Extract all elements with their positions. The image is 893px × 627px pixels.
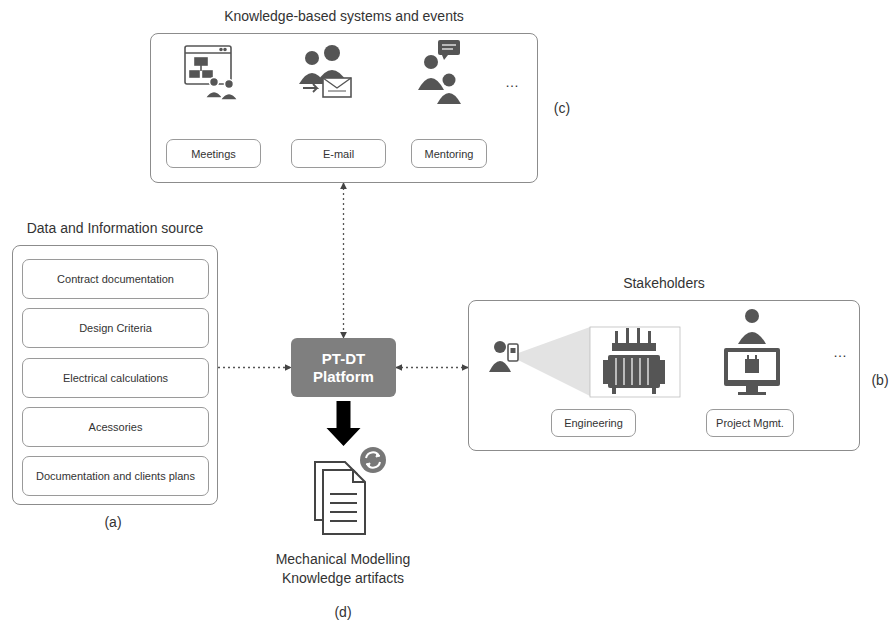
callout-letter: (b) [871,372,888,388]
group-box: Data and Information sourceContract docu… [12,245,218,505]
ellipsis: … [833,344,847,360]
dotted-connector [396,367,468,368]
node-label: Engineering [560,417,627,429]
dotted-connector [218,367,291,368]
meetings-icon [185,46,238,100]
node-label: E-mail [319,148,358,160]
node-label: Contract documentation [53,273,178,285]
mentoring-icon [418,40,461,104]
node-label: Meetings [187,148,240,160]
item-box: Electrical calculations [22,358,209,398]
item-box: Engineering [551,409,636,437]
item-box: Contract documentation [22,259,209,299]
callout-letter: (d) [334,604,351,620]
callout-letter: (a) [104,514,121,530]
item-box: Mentoring [411,139,487,168]
node-label: Mentoring [421,148,478,160]
group-heading: Knowledge-based systems and events [111,8,577,24]
item-box: E-mail [291,139,386,168]
node-label: Design Criteria [75,322,156,334]
email-icon [299,45,351,97]
item-box: Meetings [166,139,261,168]
item-box: Project Mgmt. [706,409,794,437]
node-label: Electrical calculations [59,372,172,384]
node-label: PT-DT Platform [291,350,396,385]
node-label: Project Mgmt. [712,417,788,429]
dotted-connector [343,183,344,338]
node-label: Documentation and clients plans [32,470,199,482]
group-box: StakeholdersEngineeringProject Mgmt. [468,300,860,451]
transformer-symbol [603,328,665,394]
document-icon [258,446,428,546]
group-box: Knowledge-based systems and eventsMeetin… [150,33,538,183]
ellipsis: … [505,74,519,90]
platform-box: PT-DT Platform [291,338,396,397]
group-heading: Data and Information source [0,220,257,236]
project-management-illustration [724,309,780,395]
group-heading: Stakeholders [429,275,893,291]
flow-arrow [327,401,361,446]
node-label: Mechanical Modelling Knowledge artifacts [258,550,428,588]
callout-letter: (c) [554,100,570,116]
item-box: Documentation and clients plans [22,456,209,496]
engineering-illustration [489,327,680,397]
item-box: Acessories [22,407,209,447]
document-artifact: Mechanical Modelling Knowledge artifacts [258,446,428,596]
item-box: Design Criteria [22,308,209,348]
node-label: Acessories [85,421,147,433]
